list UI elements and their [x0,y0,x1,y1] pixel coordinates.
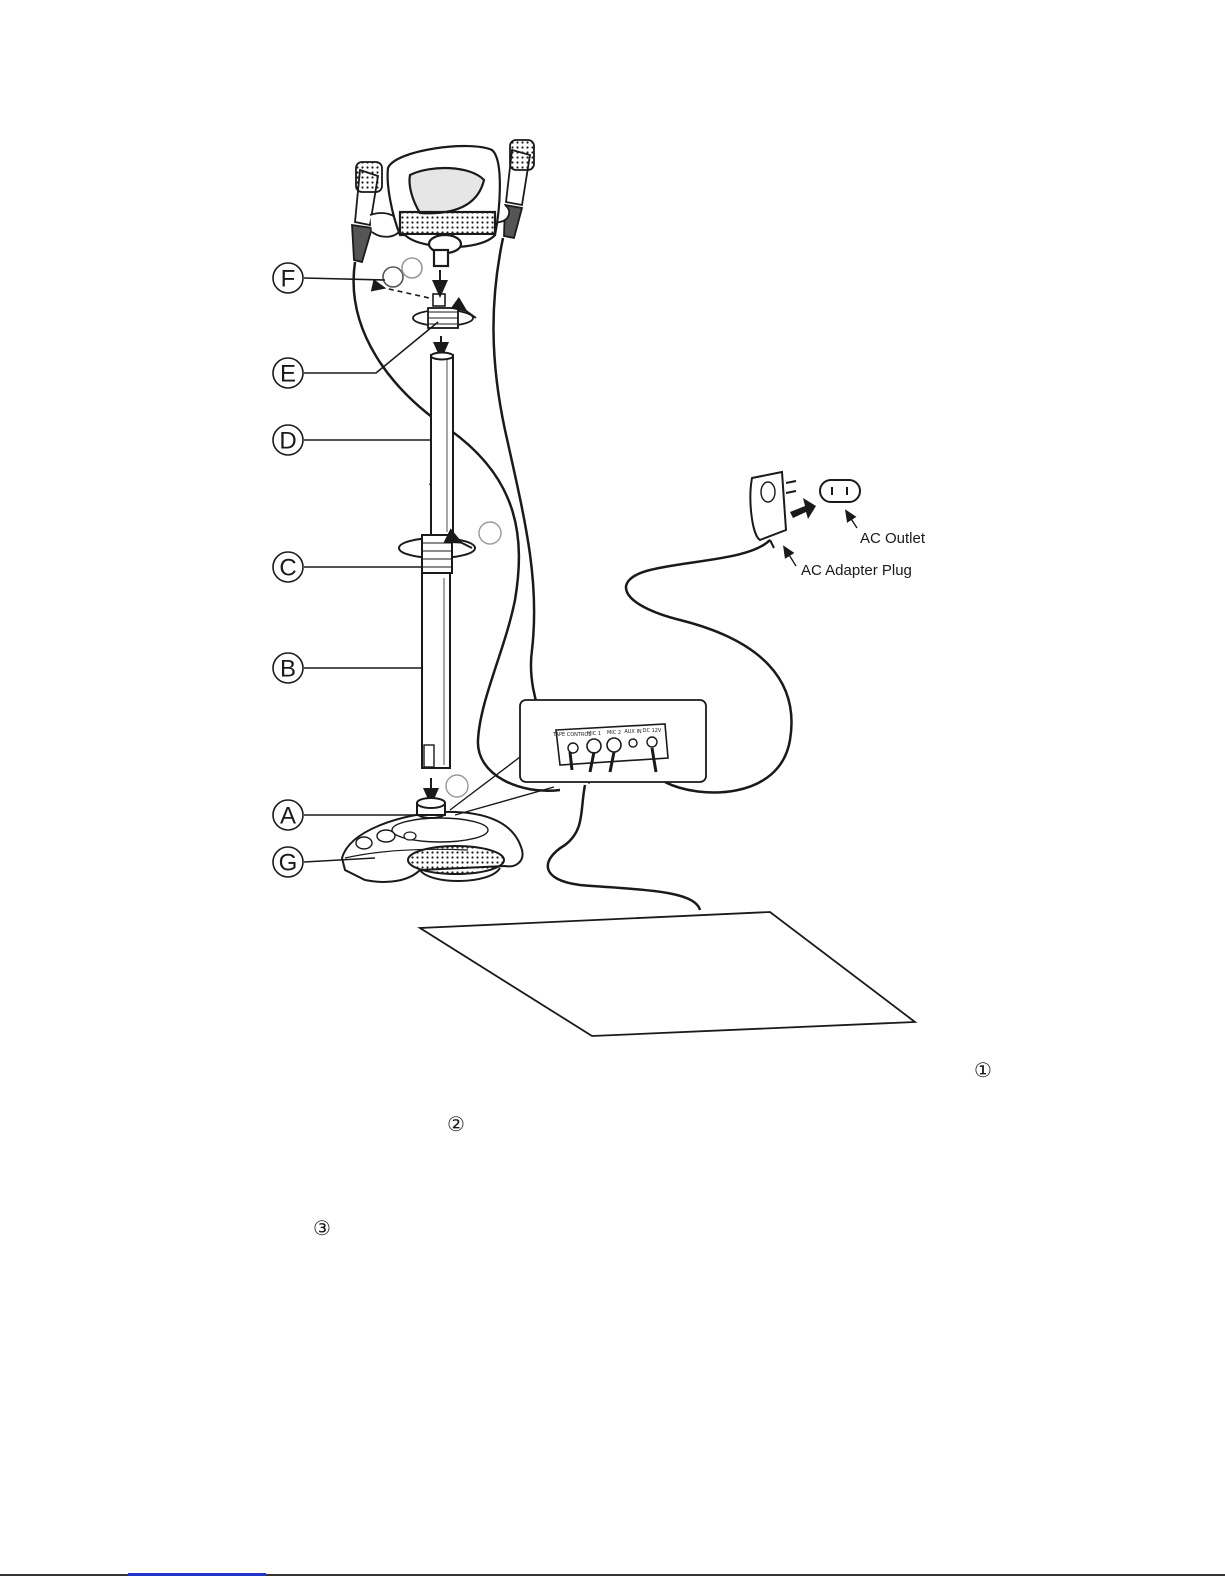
upper-pole-d [431,353,453,536]
callout-e: E [273,358,303,388]
ac-adapter-plug-label: AC Adapter Plug [801,562,912,579]
speaker-head [388,146,500,266]
step-number-3: ③ [313,1216,331,1240]
callout-f-letter: F [281,266,296,293]
callout-b: B [273,653,303,683]
collar-e [413,308,476,328]
footer-link-underline[interactable] [128,1573,266,1576]
step-number-2: ② [447,1112,465,1136]
tv-cable [548,785,700,910]
ac-outlet-label: AC Outlet [860,530,926,547]
callout-c: C [273,552,303,582]
callout-c-letter: C [279,555,296,582]
jack-label-tape-control: TAPE CONTROL [552,732,591,738]
step-number-1: ① [974,1058,992,1082]
tv-sheet [420,912,915,1036]
jack-label-aux-in: AUX IN [624,729,642,735]
callout-leaders [304,278,438,862]
callout-g-letter: G [279,850,298,877]
rear-connection-panel [520,700,706,782]
callout-a: A [273,800,303,830]
arrow-into-outlet-icon [790,498,816,519]
callout-b-letter: B [280,656,296,683]
callout-e-letter: E [280,361,296,388]
callout-g: G [273,847,303,877]
lower-pole-b [422,573,468,797]
base-unit-g [342,798,523,882]
callout-d: D [273,425,303,455]
ac-adapter [750,472,796,548]
jack-label-mic-1: MIC 1 [587,731,601,737]
ac-outlet [820,480,860,502]
callout-a-letter: A [280,803,296,830]
jack-label-mic-2: MIC 2 [607,730,621,736]
callout-d-letter: D [279,428,296,455]
jack-label-dc-12v: DC 12V [643,728,662,734]
ac-label-pointers [786,514,857,566]
callout-f: F [273,263,303,293]
